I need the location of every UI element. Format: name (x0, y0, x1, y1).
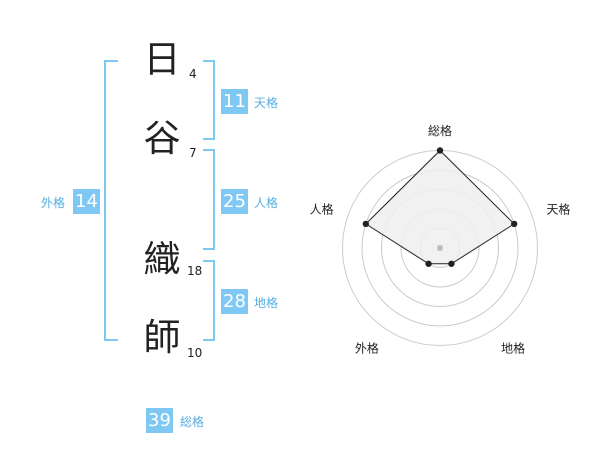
soukaku-label: 総格 (180, 415, 205, 429)
tenkaku-value: 11 (221, 89, 248, 114)
stroke-count-1: 4 (189, 67, 197, 81)
name-char-3: 織 (143, 238, 181, 281)
radar-point (448, 260, 455, 267)
name-char-4: 師 (143, 316, 181, 359)
jinkaku-bracket (203, 149, 215, 250)
radar-point (436, 147, 444, 154)
radar-axis-label: 外格 (355, 341, 379, 356)
stroke-count-2: 7 (189, 146, 197, 160)
radar-point (362, 220, 370, 228)
chikaku-value: 28 (221, 289, 248, 314)
radar-point (425, 260, 432, 267)
name-char-1: 日 (143, 38, 181, 81)
radar-point (510, 220, 518, 228)
radar-area (365, 149, 515, 265)
radar-axis-label: 地格 (501, 341, 525, 356)
radar-center (437, 245, 443, 251)
jinkaku-value: 25 (221, 189, 248, 214)
jinkaku-label: 人格 (254, 196, 279, 210)
chikaku-bracket (203, 260, 215, 341)
stroke-count-4: 10 (187, 346, 203, 360)
gaikaku-value: 14 (73, 189, 100, 214)
radar-axis-label: 人格 (310, 202, 334, 217)
gaikaku-bracket (104, 60, 118, 341)
soukaku-value: 39 (146, 408, 173, 433)
name-char-2: 谷 (143, 117, 181, 160)
radar-axis-label: 総格 (428, 123, 452, 138)
tenkaku-label: 天格 (254, 96, 279, 110)
chikaku-label: 地格 (254, 296, 279, 310)
radar-axis-label: 天格 (546, 202, 570, 217)
gaikaku-label: 外格 (41, 196, 66, 210)
stroke-count-3: 18 (187, 264, 203, 278)
tenkaku-bracket (203, 60, 215, 140)
